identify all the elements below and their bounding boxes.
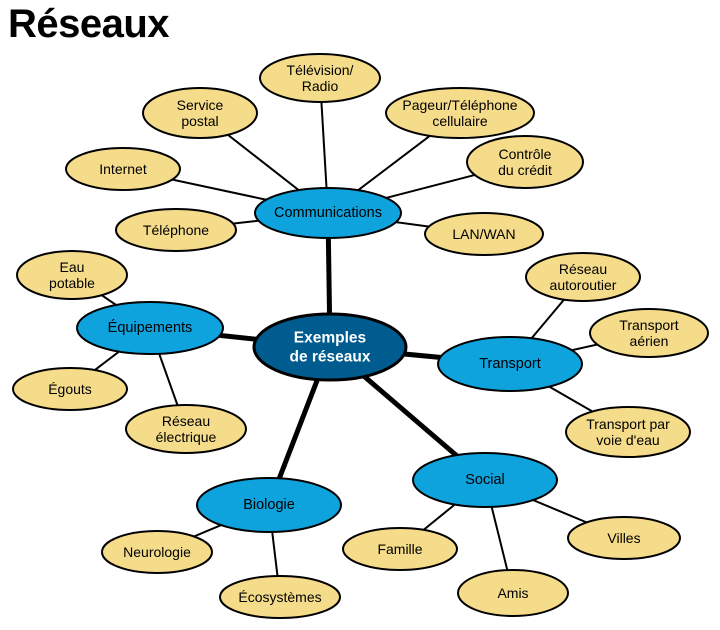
- node-lan-wan-shape: [424, 212, 544, 256]
- node-social-shape: [412, 452, 558, 508]
- node-biologie-label: Biologie: [243, 497, 295, 513]
- node-telephone-shape: [115, 208, 237, 252]
- node-controle-shape: [466, 135, 584, 189]
- node-telephone: Téléphone: [115, 208, 237, 252]
- node-television-shape: [259, 53, 381, 103]
- node-famille-label: Famille: [377, 541, 422, 557]
- node-reseau-electrique-shape: [125, 404, 247, 454]
- node-neurologie: Neurologie: [101, 530, 213, 574]
- node-transport-shape: [437, 336, 583, 392]
- node-famille: Famille: [342, 527, 458, 571]
- node-service-postal-shape: [142, 87, 258, 139]
- node-villes: Villes: [567, 516, 681, 560]
- node-social: Social: [412, 452, 558, 508]
- node-center-shape: [252, 312, 408, 382]
- node-communications-shape: [254, 187, 402, 239]
- node-internet-shape: [65, 147, 181, 191]
- node-social-label: Social: [465, 472, 505, 488]
- node-ecosystemes: Écosystèmes: [219, 575, 341, 619]
- node-neurologie-shape: [101, 530, 213, 574]
- node-communications-label: Communications: [274, 205, 382, 221]
- node-television-label: Télévision/Radio: [287, 62, 354, 94]
- node-lan-wan-label: LAN/WAN: [452, 226, 515, 242]
- node-transport-label: Transport: [479, 356, 541, 372]
- node-eau-potable-shape: [16, 250, 128, 300]
- node-pageur-shape: [385, 87, 535, 139]
- node-ecosystemes-label: Écosystèmes: [238, 589, 321, 605]
- node-internet: Internet: [65, 147, 181, 191]
- node-internet-label: Internet: [99, 161, 147, 177]
- node-biologie: Biologie: [196, 477, 342, 533]
- node-equipements-label: Équipements: [108, 319, 193, 336]
- node-reseau-autoroutier-shape: [525, 252, 641, 302]
- node-neurologie-label: Neurologie: [123, 544, 191, 560]
- node-villes-shape: [567, 516, 681, 560]
- node-famille-shape: [342, 527, 458, 571]
- node-equipements-shape: [76, 301, 224, 355]
- node-television: Télévision/Radio: [259, 53, 381, 103]
- node-egouts-label: Égouts: [48, 381, 92, 397]
- node-biologie-shape: [196, 477, 342, 533]
- node-transport-eau-shape: [565, 406, 691, 458]
- node-egouts: Égouts: [12, 367, 128, 411]
- node-villes-label: Villes: [607, 530, 640, 546]
- node-amis-label: Amis: [497, 585, 528, 601]
- page-title: Réseaux: [8, 2, 170, 46]
- node-communications: Communications: [254, 187, 402, 239]
- node-transport: Transport: [437, 336, 583, 392]
- node-amis-shape: [457, 569, 569, 617]
- node-equipements: Équipements: [76, 301, 224, 355]
- node-ecosystemes-shape: [219, 575, 341, 619]
- node-lan-wan: LAN/WAN: [424, 212, 544, 256]
- node-telephone-label: Téléphone: [143, 222, 209, 238]
- node-amis: Amis: [457, 569, 569, 617]
- node-transport-aerien-shape: [589, 308, 709, 358]
- node-egouts-shape: [12, 367, 128, 411]
